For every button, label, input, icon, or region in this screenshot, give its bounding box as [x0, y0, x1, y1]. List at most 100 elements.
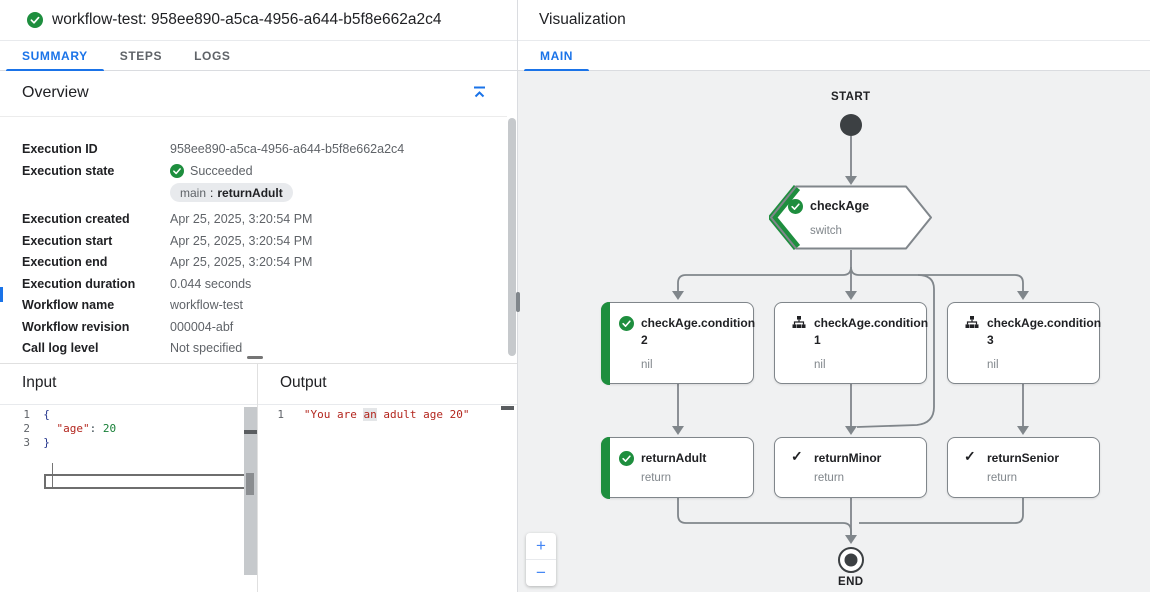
page-title: workflow-test: 958ee890-a5ca-4956-a644-b… — [52, 11, 442, 28]
scroll-position-indicator — [0, 287, 3, 302]
node-subtitle: return — [814, 472, 845, 484]
output-code-viewer[interactable]: 1 "You are an adult age 20" — [258, 405, 517, 592]
execution-header: workflow-test: 958ee890-a5ca-4956-a644-b… — [0, 0, 517, 41]
current-step-chip: main : returnAdult — [170, 183, 293, 202]
node-returnsenior[interactable]: ✓ returnSenior return — [947, 437, 1100, 498]
code-line: 1 "You are an adult age 20" — [277, 408, 470, 421]
node-title: returnAdult — [641, 451, 707, 465]
overview-title: Overview — [22, 84, 89, 101]
check-icon: ✓ — [791, 448, 803, 464]
tab-steps[interactable]: STEPS — [119, 49, 163, 63]
field-row: Execution created Apr 25, 2025, 3:20:54 … — [22, 211, 312, 227]
zoom-in-button[interactable]: + — [536, 536, 546, 555]
field-label: Workflow name — [22, 298, 115, 312]
field-value: 000004-abf — [170, 320, 234, 334]
field-label: Execution end — [22, 255, 108, 269]
chip-step: returnAdult — [217, 185, 283, 200]
success-check-icon — [27, 12, 43, 33]
node-title: checkAge.condition 3 — [987, 316, 1102, 347]
field-label: Execution created — [22, 212, 130, 226]
node-returnminor[interactable]: ✓ returnMinor return — [774, 437, 927, 498]
succeeded-check-icon — [170, 164, 184, 178]
field-row: Workflow revision 000004-abf — [22, 319, 233, 335]
io-section: Input Output 1 { 2 "age": 20 3 } 1 "You … — [0, 363, 517, 592]
overview-scrollbar[interactable] — [508, 118, 516, 356]
chip-separator: : — [210, 185, 214, 200]
code-line: 1 { — [23, 408, 50, 421]
start-label: START — [831, 91, 871, 103]
output-scrollbar-dash[interactable] — [501, 406, 514, 410]
collapse-section-icon[interactable] — [471, 84, 489, 102]
node-checkage-condition-3[interactable]: checkAge.condition 3 nil — [947, 302, 1102, 384]
io-header-row: Input Output — [0, 364, 517, 405]
tab-logs[interactable]: LOGS — [194, 49, 231, 63]
zoom-out-button[interactable]: − — [536, 563, 546, 582]
node-returnadult[interactable]: returnAdult return — [600, 436, 754, 499]
node-title: returnSenior — [987, 451, 1060, 465]
node-checkage[interactable]: checkAge switch — [767, 184, 933, 251]
field-value: Apr 25, 2025, 3:20:54 PM — [170, 234, 313, 248]
field-value: 958ee890-a5ca-4956-a644-b5f8e662a2c4 — [170, 142, 405, 156]
executed-path-bar — [600, 301, 610, 385]
execution-state-text: Succeeded — [190, 164, 253, 178]
node-title: checkAge — [810, 199, 870, 213]
workflow-graph-canvas[interactable]: START checkAge switch checkAge.condition… — [518, 71, 1150, 592]
field-row: Workflow name workflow-test — [22, 297, 243, 313]
node-subtitle: nil — [987, 359, 999, 371]
output-heading: Output — [280, 374, 327, 391]
active-line-outline — [44, 474, 256, 489]
node-subtitle: return — [641, 472, 672, 484]
panel-splitter-handle[interactable] — [516, 292, 520, 312]
field-row: Execution end Apr 25, 2025, 3:20:54 PM — [22, 254, 312, 270]
node-subtitle: nil — [641, 359, 653, 371]
field-label: Execution start — [22, 234, 113, 248]
field-row: Execution state Succeeded — [22, 163, 253, 179]
branch-tree-icon — [792, 316, 806, 335]
tab-main[interactable]: MAIN — [524, 41, 590, 72]
execution-state-value: Succeeded — [170, 163, 253, 179]
visualization-header: Visualization — [518, 0, 1150, 41]
check-circle-icon — [788, 199, 803, 219]
node-checkage-condition-1[interactable]: checkAge.condition 1 nil — [774, 302, 928, 384]
field-label: Call log level — [22, 341, 99, 355]
field-row: Execution start Apr 25, 2025, 3:20:54 PM — [22, 233, 312, 249]
field-row: Execution ID 958ee890-a5ca-4956-a644-b5f… — [22, 141, 404, 157]
field-label: Execution ID — [22, 142, 98, 156]
section-resize-handle[interactable] — [247, 356, 263, 359]
node-title: checkAge.condition 2 — [641, 316, 756, 347]
field-value: Apr 25, 2025, 3:20:54 PM — [170, 212, 313, 226]
start-node-circle — [840, 114, 862, 136]
field-label: Execution duration — [22, 277, 136, 291]
field-value: workflow-test — [170, 298, 243, 312]
executed-path-bar — [600, 436, 610, 499]
node-title: returnMinor — [814, 451, 882, 465]
code-line: 2 "age": 20 — [23, 422, 117, 435]
field-value: 0.044 seconds — [170, 277, 252, 291]
node-subtitle: nil — [814, 359, 826, 371]
field-value: Not specified — [170, 341, 243, 355]
end-node-dot — [844, 553, 858, 567]
zoom-controls: + − — [526, 533, 556, 586]
visualization-tabbar: MAIN — [518, 41, 1150, 72]
visualization-title: Visualization — [539, 11, 626, 28]
chip-scope: main — [180, 185, 207, 200]
branch-tree-icon — [965, 316, 979, 335]
visualization-panel: Visualization MAIN — [517, 0, 1150, 592]
hexagon-shape — [767, 184, 932, 251]
input-heading: Input — [22, 374, 57, 391]
graph-connectors — [672, 114, 1029, 573]
overview-header: Overview — [0, 71, 507, 117]
field-row: Execution duration 0.044 seconds — [22, 276, 251, 292]
input-scrollbar-dash[interactable] — [244, 430, 257, 434]
check-circle-icon — [619, 451, 634, 471]
tab-summary[interactable]: SUMMARY — [6, 41, 104, 72]
node-subtitle: switch — [810, 225, 842, 237]
io-divider — [257, 364, 258, 592]
input-scrollbar-thumb[interactable] — [246, 473, 254, 495]
node-checkage-condition-2[interactable]: checkAge.condition 2 nil — [600, 301, 756, 385]
input-code-editor[interactable]: 1 { 2 "age": 20 3 } — [0, 405, 257, 592]
end-label: END — [838, 576, 864, 588]
field-value: Apr 25, 2025, 3:20:54 PM — [170, 255, 313, 269]
execution-details-panel: workflow-test: 958ee890-a5ca-4956-a644-b… — [0, 0, 517, 592]
code-line: 3 } — [23, 436, 50, 449]
